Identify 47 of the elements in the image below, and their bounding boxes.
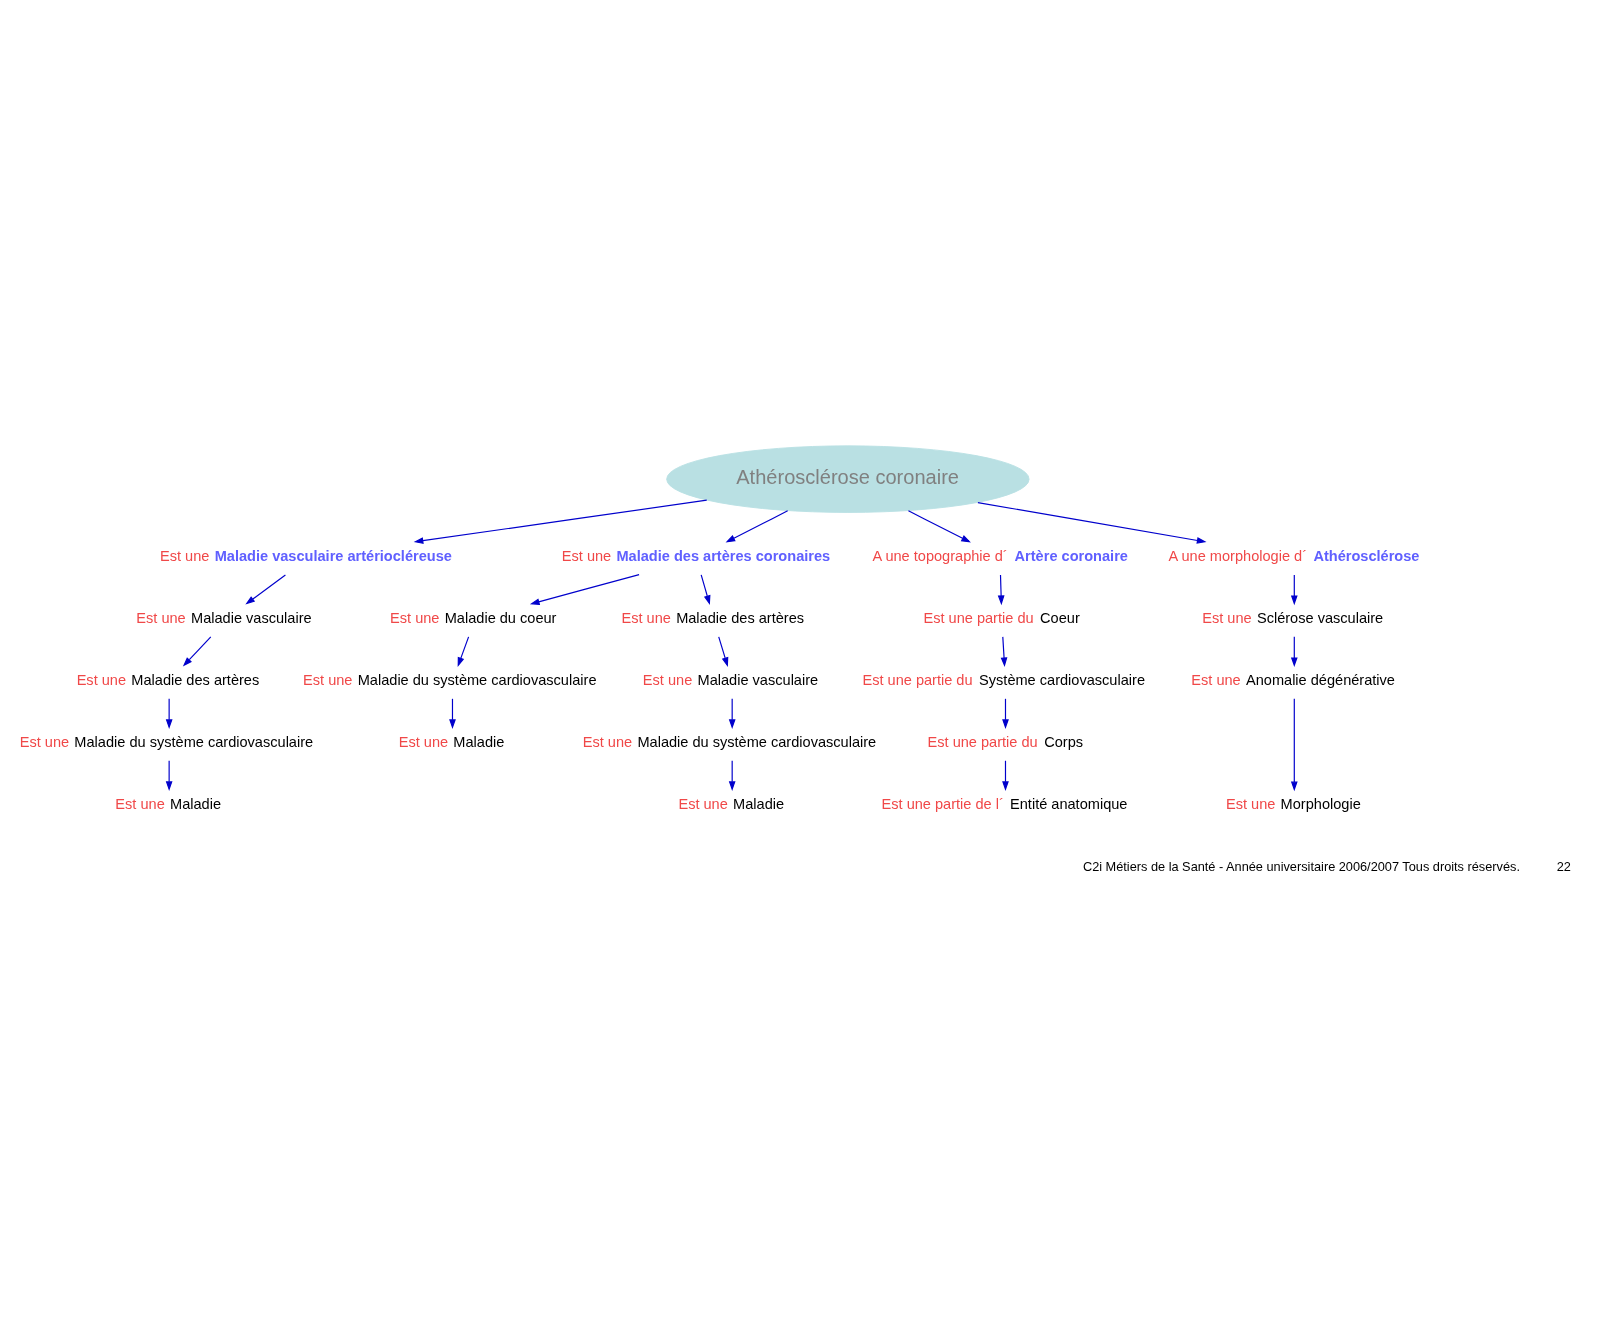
arrow <box>413 499 708 544</box>
arrow <box>1290 698 1298 792</box>
node-text: Est une Maladie du système cardiovasculaire <box>582 733 877 750</box>
node-text: Est une Morphologie <box>1225 795 1361 812</box>
arrow <box>529 574 640 605</box>
node-text: Est une Maladie des artères <box>76 671 260 688</box>
arrow <box>1002 698 1009 730</box>
label: C2i Métiers de la Santé - Année universitaire 2006/2007 Tous droits réservés. <box>1082 859 1520 875</box>
node-text: Est une Maladie des artères <box>621 609 805 626</box>
arrow <box>1002 760 1009 791</box>
arrow <box>165 698 173 730</box>
node-text: Est une Maladie du système cardiovasculaire <box>19 733 314 750</box>
node-text: Est une partie du Corps <box>927 733 1084 750</box>
arrow <box>1290 636 1298 668</box>
node-text: A une topographie d´ Artère coronaire <box>872 547 1128 564</box>
node-text: Est une Maladie vasculaire <box>642 671 819 688</box>
node-text: Est une partie du Coeur <box>923 609 1080 626</box>
node-text: Est une Anomalie dégénérative <box>1191 671 1395 688</box>
arrow <box>728 760 736 791</box>
arrow <box>1290 574 1298 606</box>
arrow <box>1000 636 1008 668</box>
arrow <box>165 760 173 791</box>
arrow <box>907 510 971 543</box>
arrow <box>977 501 1207 544</box>
node-ellipse: Athérosclérose coronaire <box>666 445 1030 513</box>
arrow <box>245 574 286 605</box>
node-text: Est une Sclérose vasculaire <box>1202 609 1384 626</box>
node-text: Est une Maladie vasculaire <box>136 609 312 626</box>
arrow <box>718 636 729 667</box>
node-text: Est une partie de l´ Entité anatomique <box>881 795 1128 812</box>
node-text: Est une Maladie <box>398 733 505 750</box>
arrow <box>997 574 1005 606</box>
arrow <box>457 636 470 667</box>
arrow <box>182 636 212 667</box>
arrow <box>700 574 711 606</box>
node-text: Est une partie du Système cardiovasculaire <box>862 671 1145 688</box>
node-text: Est une Maladie <box>115 795 222 812</box>
label: 22 <box>1556 859 1571 875</box>
node-text: Est une Maladie des artères coronaires <box>561 547 831 564</box>
node-text: Est une Maladie <box>678 795 785 812</box>
arrow <box>449 698 456 730</box>
node-text: A une morphologie d´ Athérosclérose <box>1168 547 1420 564</box>
arrow <box>728 698 736 730</box>
arrow <box>725 510 789 543</box>
node-text: Est une Maladie vasculaire artériocléreuse <box>160 547 452 564</box>
node-text: Est une Maladie du système cardiovasculaire <box>303 671 597 688</box>
node-text: Est une Maladie du coeur <box>390 609 557 626</box>
